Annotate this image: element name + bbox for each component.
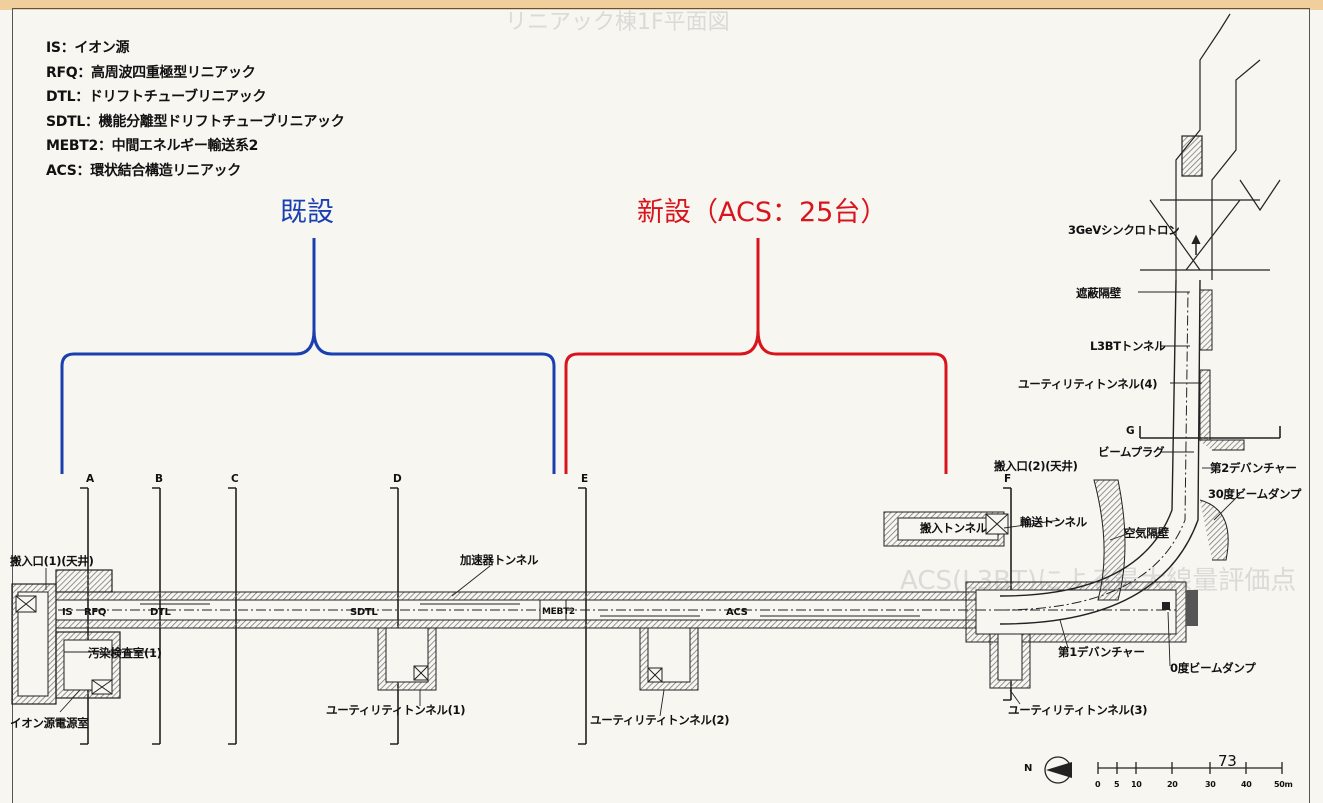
existing-label: 既設 — [280, 197, 334, 228]
end-hall — [965, 581, 1198, 689]
abbreviation-legend: IS：イオン源 RFQ：高周波四重極型リニアック DTL：ドリフトチューブリニア… — [46, 36, 345, 183]
label-sdtl: SDTL — [350, 607, 378, 618]
scale-tick-50m: 50m — [1274, 780, 1293, 789]
section-e: E — [581, 473, 589, 485]
label-utility4: ユーティリティトンネル(4) — [1018, 377, 1158, 391]
legend-acs: ACS：環状結合構造リニアック — [46, 162, 241, 179]
new-section-label: 新設（ACS：25台） — [637, 197, 888, 228]
label-entry1: 搬入口(1)(天井) — [10, 554, 94, 568]
label-carry-in-tunnel: 搬入トンネル — [920, 521, 987, 535]
ghost-heading: リニアック棟1F平面図 — [505, 10, 730, 35]
scale-tick-40: 40 — [1241, 780, 1252, 789]
legend-mebt2: MEBT2：中間エネルギー輸送系2 — [46, 138, 259, 154]
legend-sdtl: SDTL：機能分離型ドリフトチューブリニアック — [46, 113, 345, 130]
accelerator-tunnel — [55, 591, 1000, 629]
legend-rfq: RFQ：高周波四重極型リニアック — [46, 64, 256, 81]
label-synchrotron: 3GeVシンクロトロン — [1068, 223, 1180, 237]
north-arrow — [1044, 756, 1072, 784]
section-g: G — [1126, 425, 1135, 437]
drawing-frame — [12, 8, 1310, 803]
label-ion-power-room: イオン源電源室 — [10, 716, 89, 730]
label-utility3: ユーティリティトンネル(3) — [1008, 703, 1148, 717]
label-acs: ACS — [726, 607, 748, 618]
carry-in-tunnel-structure — [883, 479, 1126, 601]
top-strip — [0, 0, 1323, 10]
legend-dtl: DTL：ドリフトチューブリニアック — [46, 89, 267, 105]
scale-tick-20: 20 — [1167, 780, 1178, 789]
label-beam-plug: ビームプラグ — [1098, 445, 1165, 459]
label-dump0: 0度ビームダンプ — [1170, 661, 1256, 675]
scale-bar — [1097, 762, 1283, 774]
section-d: D — [393, 473, 402, 485]
utility-tunnels — [377, 627, 699, 691]
label-l3bt-tunnel: L3BTトンネル — [1090, 339, 1166, 353]
label-transport-tunnel: 輸送トンネル — [1020, 515, 1087, 529]
new-bracket — [564, 238, 948, 474]
synchrotron-connection — [1140, 13, 1281, 280]
label-air-wall: 空気隔壁 — [1124, 526, 1169, 540]
scale-tick-0: 0 — [1095, 780, 1101, 789]
legend-is: IS：イオン源 — [46, 40, 130, 56]
l3bt-tunnel — [999, 279, 1245, 625]
label-utility1: ユーティリティトンネル(1) — [326, 703, 466, 717]
north-label: N — [1024, 763, 1033, 774]
label-shield-wall: 遮蔽隔壁 — [1076, 286, 1121, 300]
label-dtl: DTL — [150, 607, 171, 618]
label-utility2: ユーティリティトンネル(2) — [590, 713, 730, 727]
section-b: B — [155, 473, 164, 485]
label-mebt2: MEBT2 — [542, 607, 575, 617]
scale-tick-30: 30 — [1205, 780, 1216, 789]
label-accel-tunnel: 加速器トンネル — [460, 553, 539, 567]
label-contam-room: 汚染検査室(1) — [88, 646, 162, 660]
label-rfq: RFQ — [84, 607, 107, 618]
existing-bracket — [60, 238, 556, 474]
label-dump30: 30度ビームダンプ — [1208, 487, 1302, 501]
section-a: A — [86, 473, 95, 485]
label-is: IS — [62, 607, 73, 618]
section-cut-lines — [80, 426, 1281, 745]
label-dump2: 第2デバンチャー — [1210, 461, 1297, 475]
label-entry2: 搬入口(2)(天井) — [994, 459, 1078, 473]
label-debuncher1: 第1デバンチャー — [1058, 645, 1145, 659]
ion-source-building — [11, 569, 121, 705]
scale-tick-10: 10 — [1131, 780, 1142, 789]
page-number: 73 — [1218, 752, 1237, 770]
scale-tick-5: 5 — [1114, 780, 1120, 789]
section-c: C — [231, 473, 239, 485]
leader-lines — [45, 291, 1241, 717]
section-f: F — [1004, 473, 1012, 485]
